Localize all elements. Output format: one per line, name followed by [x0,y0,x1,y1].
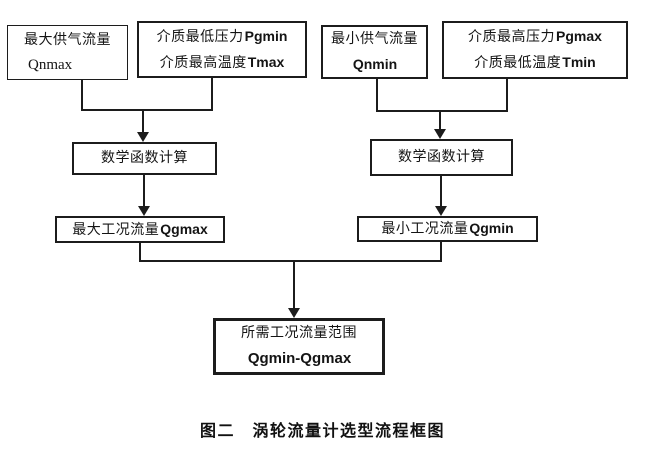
node-label: 介质最低温度Tmin [474,54,596,71]
node-label: 介质最高压力Pgmax [468,28,602,45]
node-label: 数学函数计算 [101,150,188,166]
node-label: 介质最高温度Tmax [159,53,285,71]
arrowhead-down-icon [434,129,446,139]
node-supply-max: 最大供气流量 Qnmax [7,25,128,80]
node-label: Qgmin-Qgmax [247,350,352,367]
connector-supply-min-stub [376,79,378,112]
connector-left-merge [81,109,213,111]
connector-right-merge [376,110,508,112]
node-math-calc-left: 数学函数计算 [72,142,217,175]
connector-right-arrow-stem [439,111,441,130]
connector-flowmax-stub [139,243,141,262]
arrowhead-down-icon [435,206,447,216]
node-pressure-max-temp-min: 介质最高压力Pgmax 介质最低温度Tmin [442,21,628,79]
connector-flowmin-stub [440,242,442,262]
node-label: 数学函数计算 [398,149,485,165]
node-label: Qnmin [352,55,398,72]
figure-caption: 图二 涡轮流量计选型流程框图 [199,421,445,440]
node-label: 最大供气流量 [24,31,111,48]
connector-pgmin-stub [211,77,213,111]
node-label: 所需工况流量范围 [241,325,357,341]
connector-left-arrow-stem [142,110,144,133]
connector-mathright-flowmin [440,176,442,207]
arrowhead-down-icon [137,132,149,142]
connector-result-stem [293,261,295,309]
arrowhead-down-icon [138,206,150,216]
node-label: 最大工况流量Qgmax [72,220,208,238]
node-flow-max: 最大工况流量Qgmax [55,216,225,243]
node-label: 最小供气流量 [331,30,418,47]
node-supply-min: 最小供气流量 Qnmin [321,25,428,79]
node-label: 最小工况流量Qgmin [381,220,514,237]
node-label: 介质最低压力Pgmin [156,27,288,45]
node-pressure-min-temp-max: 介质最低压力Pgmin 介质最高温度Tmax [137,21,307,78]
connector-mathleft-flowmax [143,175,145,207]
connector-bottom-merge [139,260,442,262]
node-result: 所需工况流量范围 Qgmin-Qgmax [213,318,385,375]
node-label: Qnmax [28,56,73,73]
arrowhead-down-icon [288,308,300,318]
connector-pgmax-stub [506,79,508,112]
node-math-calc-right: 数学函数计算 [370,139,513,176]
node-flow-min: 最小工况流量Qgmin [357,216,538,242]
connector-supply-max-stub [81,80,83,111]
